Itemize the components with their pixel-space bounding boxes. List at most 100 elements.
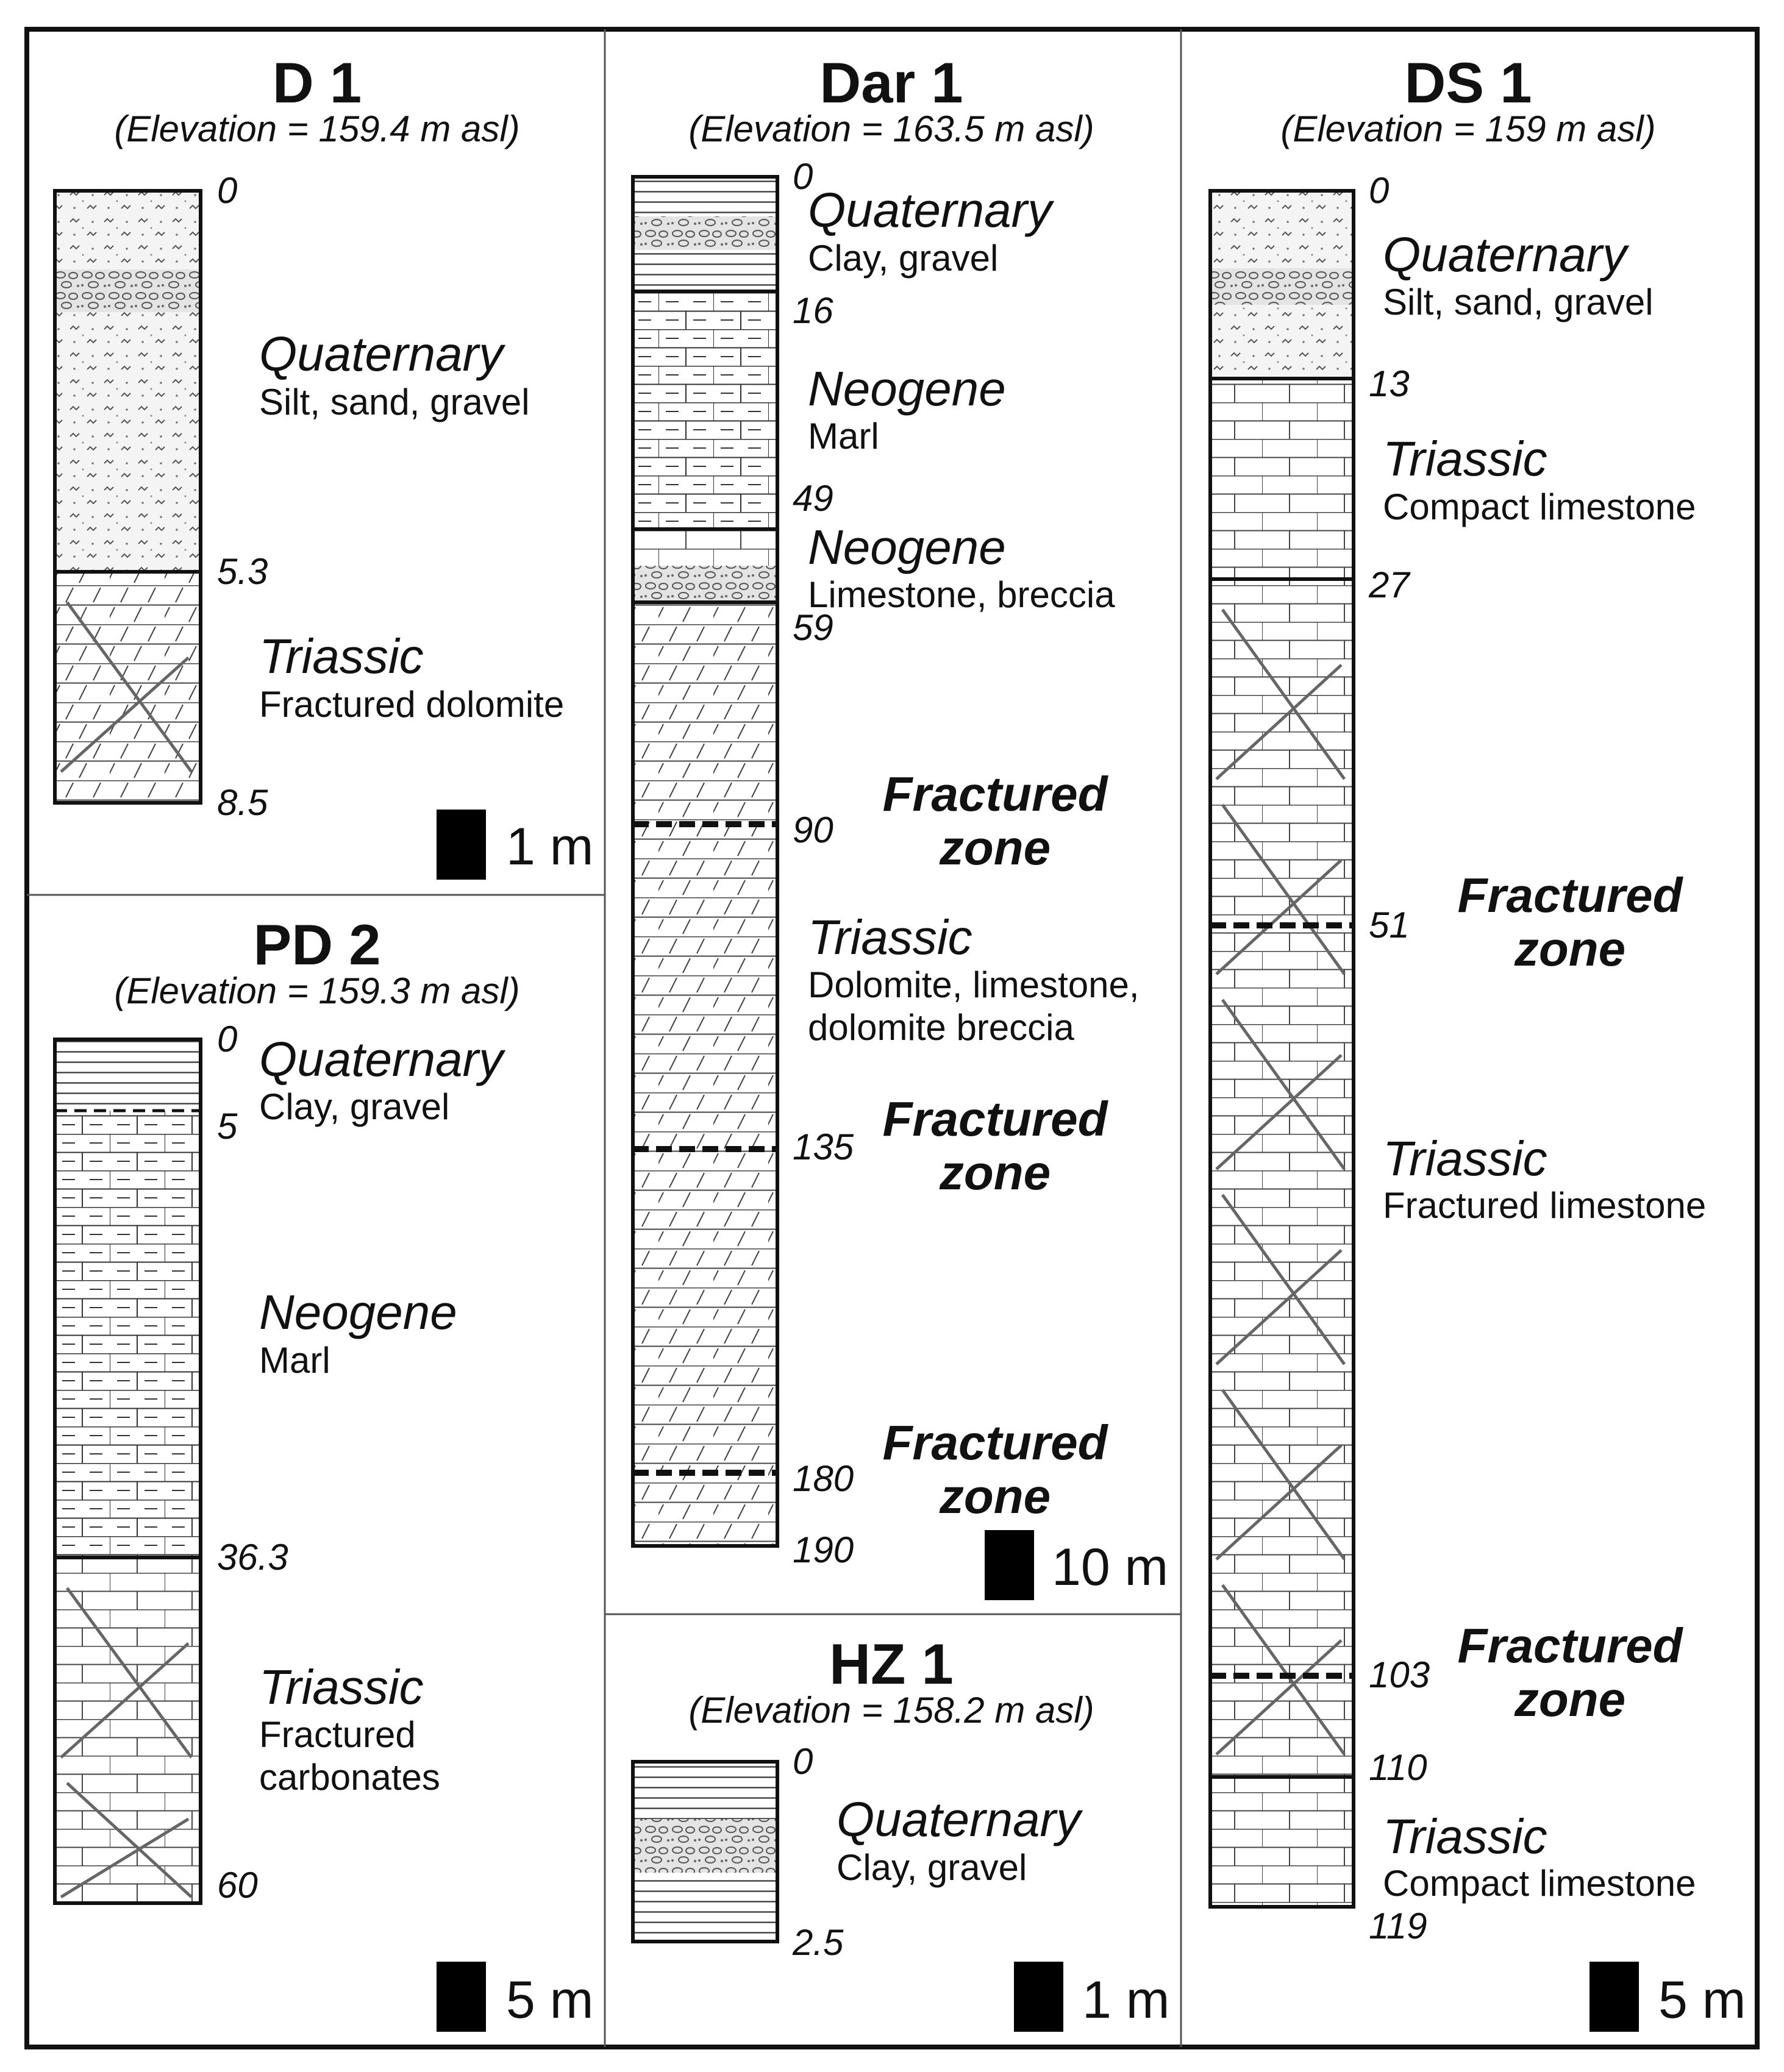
depth-label: 13 [1369, 363, 1410, 404]
wells: D 1(Elevation = 159.4 m asl)05.38.5Quate… [53, 51, 1746, 2032]
column-outline [1208, 189, 1355, 1909]
depth-label: 103 [1369, 1654, 1430, 1695]
depth-label: 16 [793, 290, 833, 331]
unit-lithology-label: Silt, sand, gravel [1383, 282, 1654, 322]
scale-bar [985, 1530, 1034, 1600]
unit-lithology-label: Clay, gravel [808, 238, 998, 279]
depth-label: 0 [1369, 170, 1389, 211]
lithology-layer [1210, 579, 1354, 1777]
depth-label: 0 [217, 1019, 237, 1059]
depth-label: 135 [793, 1127, 854, 1167]
unit-age-label: Triassic [808, 910, 972, 964]
lithology-layer [55, 1558, 201, 1903]
gravel-layer [57, 269, 199, 312]
depth-label: 27 [1368, 564, 1411, 605]
figure-frame [24, 27, 1760, 2049]
gravel-layer [1212, 268, 1352, 305]
lithologic-column [631, 1760, 779, 1943]
unit-lithology-label: Clay, gravel [259, 1086, 449, 1127]
lithologic-column [53, 1038, 202, 1905]
fracture-line [1215, 1053, 1343, 1170]
fractured-zone-label: Fractured [1458, 868, 1684, 922]
unit-lithology-label: Clay, gravel [837, 1847, 1027, 1888]
depth-label: 90 [793, 810, 833, 850]
scale-bar-label: 5 m [506, 1971, 593, 2029]
fracture-line [1221, 1584, 1346, 1756]
unit-lithology-label: Dolomite, limestone, [808, 964, 1140, 1005]
fracture-line [1221, 1389, 1346, 1561]
column-outline [53, 189, 202, 805]
unit-lithology-label: Fractured limestone [1383, 1185, 1706, 1226]
well-elevation: (Elevation = 163.5 m asl) [688, 109, 1094, 149]
depth-label: 0 [793, 1741, 813, 1782]
fractured-zone-label: Fractured [883, 1092, 1109, 1146]
unit-age-label: Neogene [808, 361, 1006, 416]
unit-lithology-label: Silt, sand, gravel [259, 382, 530, 422]
lithology-layer [55, 1039, 201, 1111]
scale-bar-label: 1 m [1082, 1971, 1169, 2029]
unit-lithology-label: Compact limestone [1383, 486, 1696, 527]
scale-bar [437, 1962, 486, 2032]
depth-label: 0 [793, 156, 813, 197]
depth-label: 180 [793, 1458, 854, 1499]
unit-age-label: Triassic [1383, 432, 1547, 486]
depth-label: 51 [1369, 905, 1410, 945]
unit-lithology-label: Marl [259, 1340, 330, 1381]
fractured-zone-label: zone [939, 821, 1051, 875]
fracture-line [60, 1642, 190, 1759]
well-title: Dar 1 [819, 51, 963, 115]
unit-lithology-label: dolomite breccia [808, 1007, 1075, 1048]
well-ds1: DS 1(Elevation = 159 m asl)0132751103110… [1208, 51, 1746, 2032]
fracture-line [1215, 1444, 1343, 1561]
fracture-line [1221, 999, 1346, 1170]
gravel-layer [635, 1819, 776, 1873]
fracture-line [1215, 663, 1343, 780]
depth-label: 5.3 [217, 551, 268, 592]
lithologic-column [631, 175, 779, 1548]
lithology-layer [1210, 1777, 1354, 1907]
unit-age-label: Triassic [1383, 1131, 1547, 1186]
fracture-marks [60, 601, 193, 773]
unit-lithology-label: Fractured dolomite [259, 684, 564, 725]
column-outline [631, 175, 779, 1548]
unit-age-label: Quaternary [259, 327, 506, 381]
fractured-zone-label: zone [939, 1469, 1051, 1523]
lithology-layer [633, 291, 777, 529]
unit-lithology-label: Fractured [259, 1714, 416, 1755]
lithology-layer [1210, 379, 1354, 579]
column-outline [53, 1038, 202, 1905]
well-title: HZ 1 [829, 1632, 954, 1696]
fracture-line [1221, 1194, 1346, 1365]
fracture-marks [1215, 608, 1346, 1756]
depth-label: 119 [1369, 1906, 1427, 1946]
fracture-line [66, 1782, 193, 1898]
unit-age-label: Neogene [808, 520, 1006, 574]
unit-lithology-label: Limestone, breccia [808, 574, 1115, 615]
fracture-line [65, 1587, 193, 1759]
depth-label: 59 [793, 607, 833, 648]
unit-age-label: Triassic [1383, 1809, 1547, 1864]
lithologic-column [1208, 189, 1355, 1909]
gravel-layer [635, 216, 776, 250]
depth-label: 2.5 [792, 1922, 844, 1963]
well-title: D 1 [273, 51, 362, 115]
lithologic-column [53, 189, 202, 805]
fractured-zone-label: Fractured [883, 767, 1109, 821]
unit-age-label: Quaternary [837, 1792, 1083, 1846]
well-title: DS 1 [1405, 51, 1532, 115]
fracture-line [60, 1817, 190, 1899]
scale-bar [437, 810, 486, 880]
depth-label: 36.3 [217, 1537, 288, 1578]
lithology-layer [633, 602, 777, 1546]
depth-label: 60 [217, 1865, 258, 1906]
depth-label: 49 [793, 478, 833, 519]
fracture-line [1221, 803, 1346, 975]
well-pd2: PD 2(Elevation = 159.3 m asl)0536.360Qua… [53, 913, 593, 2032]
well-hz1: HZ 1(Elevation = 158.2 m asl)02.5Quatern… [631, 1632, 1169, 2032]
well-elevation: (Elevation = 159 m asl) [1280, 109, 1655, 149]
fracture-marks [60, 1587, 193, 1899]
fractured-zone-label: zone [939, 1145, 1051, 1200]
unit-age-label: Triassic [259, 629, 424, 683]
